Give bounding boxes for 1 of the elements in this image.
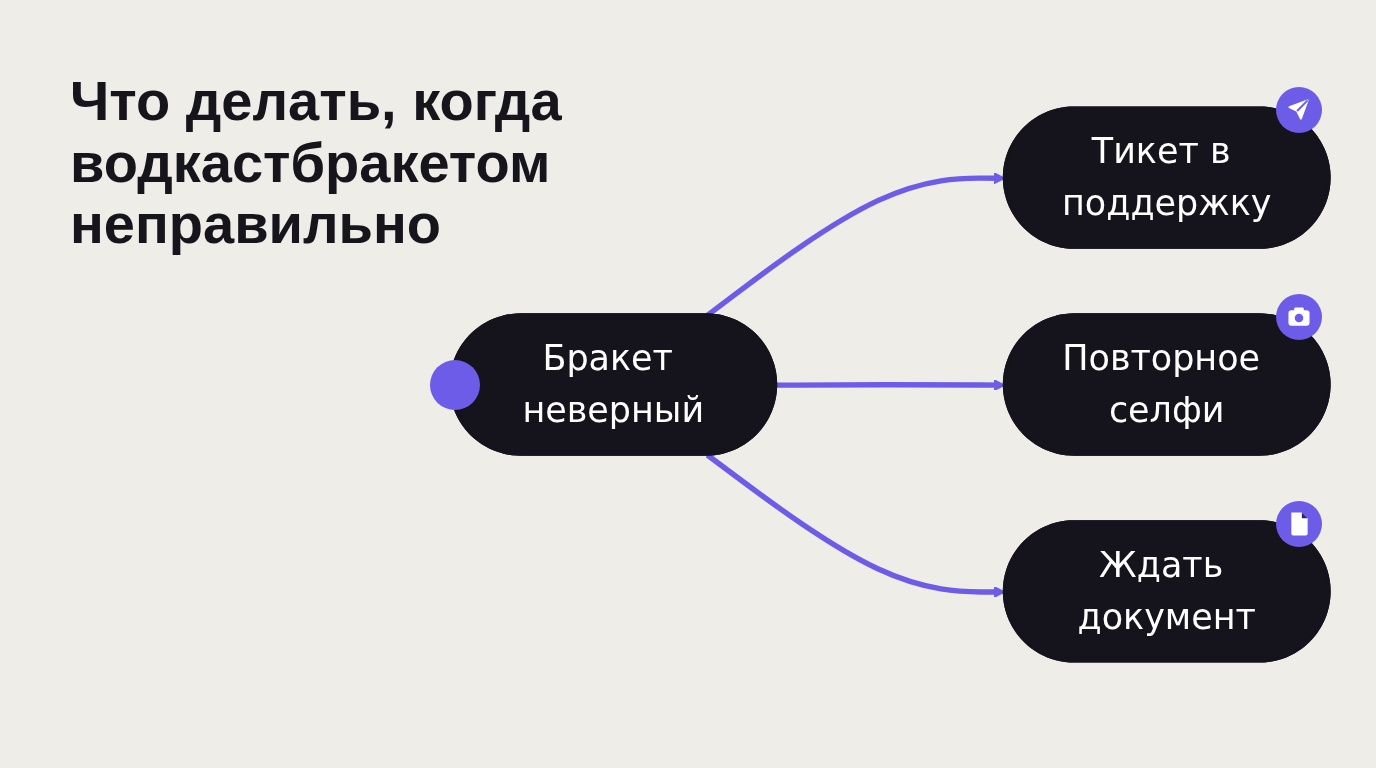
title: Что делать, когда водкастбракетом неправильно <box>70 70 563 255</box>
